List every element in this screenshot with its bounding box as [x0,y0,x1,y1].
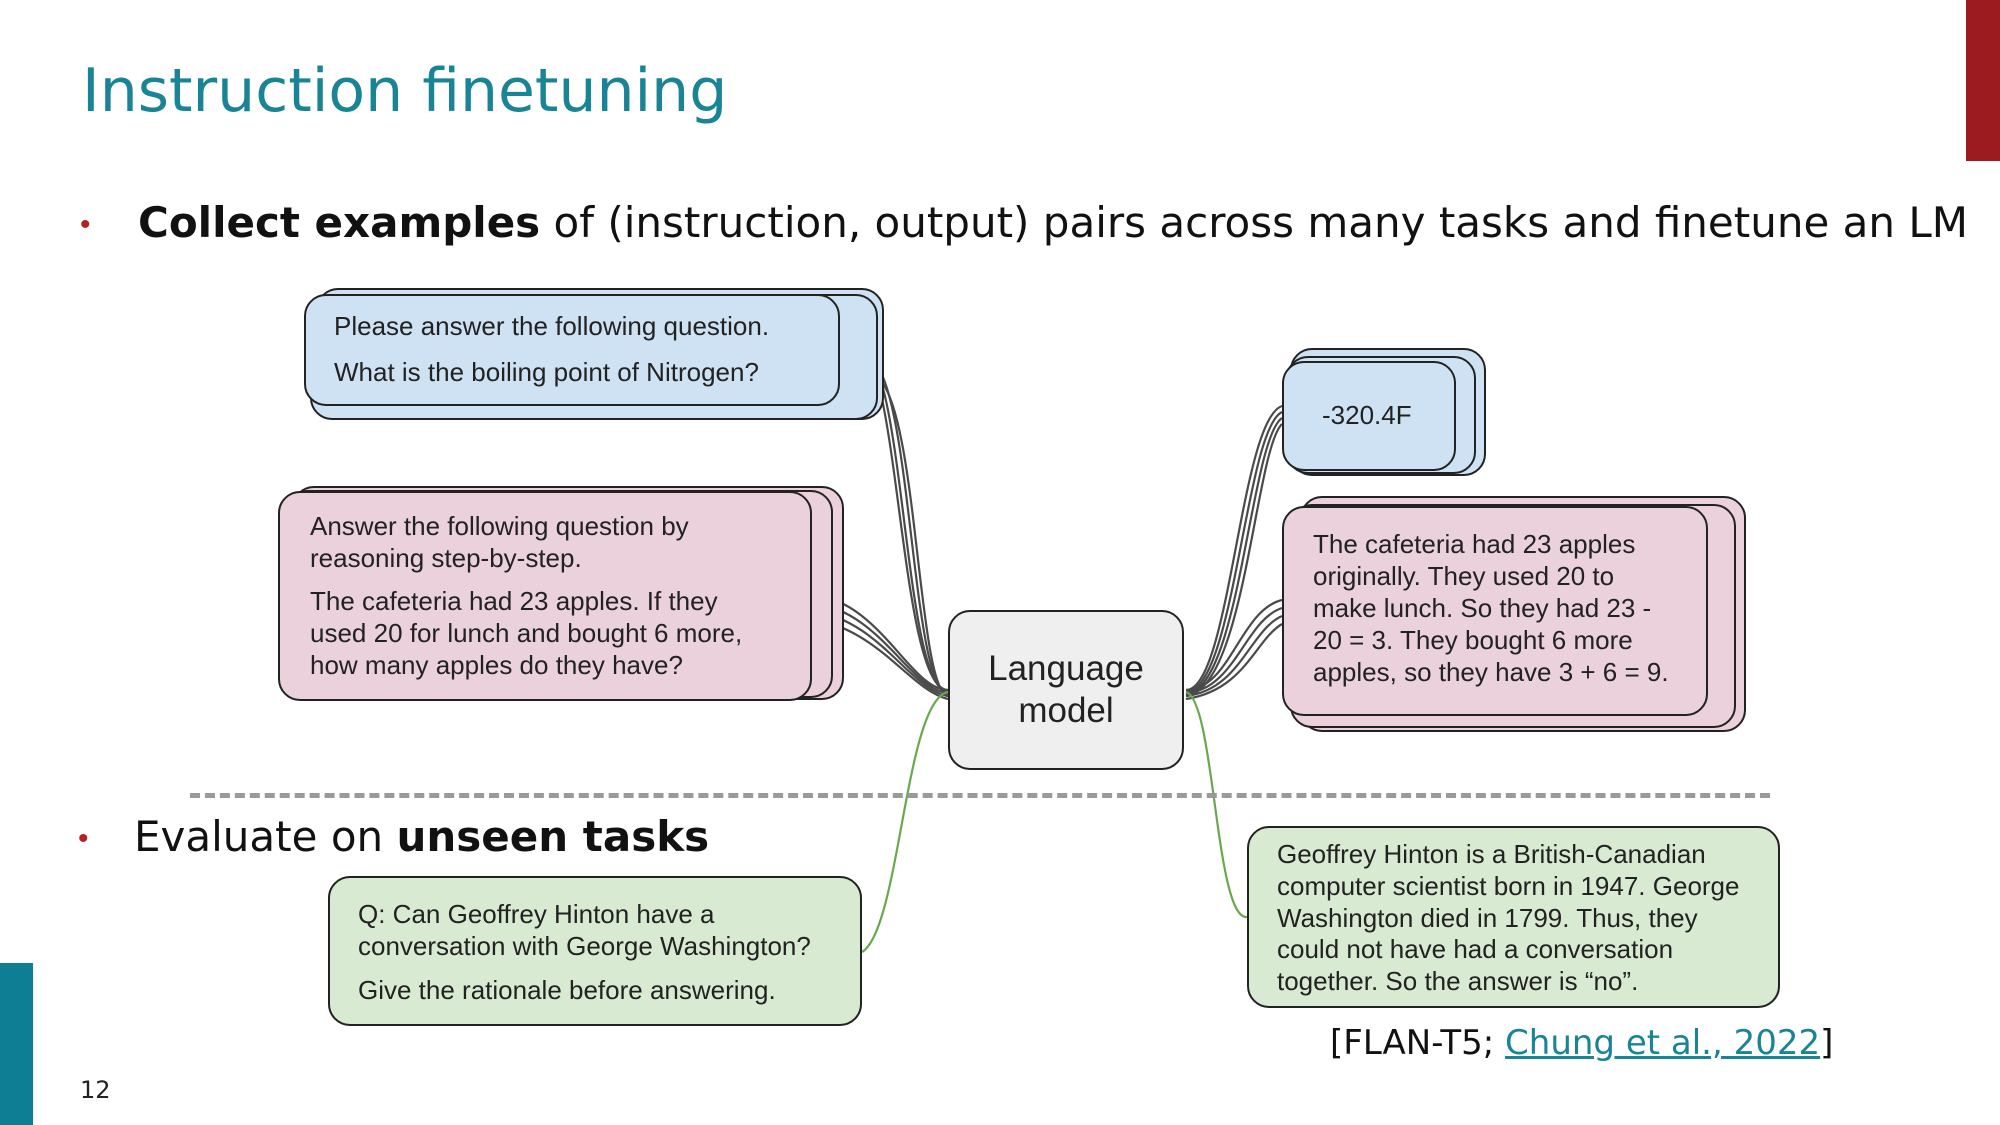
output-green-line-1: Geoffrey Hinton is a British-Canadian [1277,839,1706,869]
citation-link[interactable]: Chung et al., 2022 [1505,1023,1821,1063]
language-model-label-line-1: Language [988,649,1144,688]
bullet-bold-text: Collect examples [138,198,541,247]
output-pink-line-2: originally. They used 20 to [1313,561,1615,591]
slide-title: Instruction finetuning [82,56,728,126]
connector-pink-output-3 [1185,614,1283,698]
input-blue-line-1: Please answer the following question. [334,311,770,341]
input-blue-box [304,294,840,406]
input-green-line-2: conversation with George Washington? [358,931,811,961]
input-pink-box [278,491,812,701]
output-green-line-4: could not have had a conversation [1277,934,1674,964]
train-eval-separator [190,793,1770,798]
connector-blue-output-1 [1185,404,1283,692]
input-green-line-1: Q: Can Geoffrey Hinton have a [358,899,715,929]
input-green-line-3: Give the rationale before answering. [358,975,776,1005]
bullet-marker: • [80,208,91,241]
accent-bar-bottom [0,963,33,1125]
output-pink-line-4: 20 = 3. They bought 6 more [1313,625,1633,655]
input-green-box [328,876,862,1026]
connector-blue-output-2 [1185,411,1283,694]
output-pink-box [1282,506,1708,716]
input-pink-line-5: how many apples do they have? [310,650,683,680]
connector-pink-output-2 [1185,606,1283,695]
connector-blue-output-3 [1185,417,1283,696]
language-model-box [948,610,1184,770]
connector-pink-output-1 [1185,598,1283,692]
citation: [FLAN-T5; Chung et al., 2022] [1330,1023,1833,1063]
connector-green-input [861,690,949,953]
citation-prefix: [FLAN-T5; [1330,1023,1506,1063]
connector-green-output [1185,690,1248,919]
output-green-line-5: together. So the answer is “no”. [1277,966,1639,996]
bullet-bold-text: unseen tasks [396,812,710,861]
input-pink-line-2: reasoning step-by-step. [310,543,582,573]
output-blue-line-1: -320.4F [1322,400,1412,430]
input-blue-line-2: What is the boiling point of Nitrogen? [334,357,759,387]
input-pink-line-3: The cafeteria had 23 apples. If they [310,586,718,616]
citation-suffix: ] [1820,1023,1834,1063]
output-pink-line-1: The cafeteria had 23 apples [1313,529,1636,559]
output-green-box [1247,826,1780,1008]
language-model-label-line-2: model [1018,691,1114,730]
connector-pink-output-4 [1185,623,1283,701]
input-pink-line-4: used 20 for lunch and bought 6 more, [310,618,743,648]
accent-bar-top [1966,0,2000,161]
bullet-pre-text: Evaluate on [134,812,397,861]
bullet-evaluate-unseen: Evaluate on unseen tasks [134,812,709,861]
output-green-line-3: Washington died in 1799. Thus, they [1277,903,1698,933]
output-blue-box [1282,361,1456,471]
bullet-marker: • [78,822,89,855]
bullet-rest-text: of (instruction, output) pairs across ma… [540,198,1968,247]
page-number: 12 [80,1076,111,1104]
output-pink-line-3: make lunch. So they had 23 - [1313,593,1652,623]
bullet-collect-examples: Collect examples of (instruction, output… [138,198,1968,247]
input-pink-line-1: Answer the following question by [310,511,689,541]
output-pink-line-5: apples, so they have 3 + 6 = 9. [1313,657,1669,687]
connector-blue-input-4 [879,379,949,698]
output-green-line-2: computer scientist born in 1947. George [1277,871,1740,901]
